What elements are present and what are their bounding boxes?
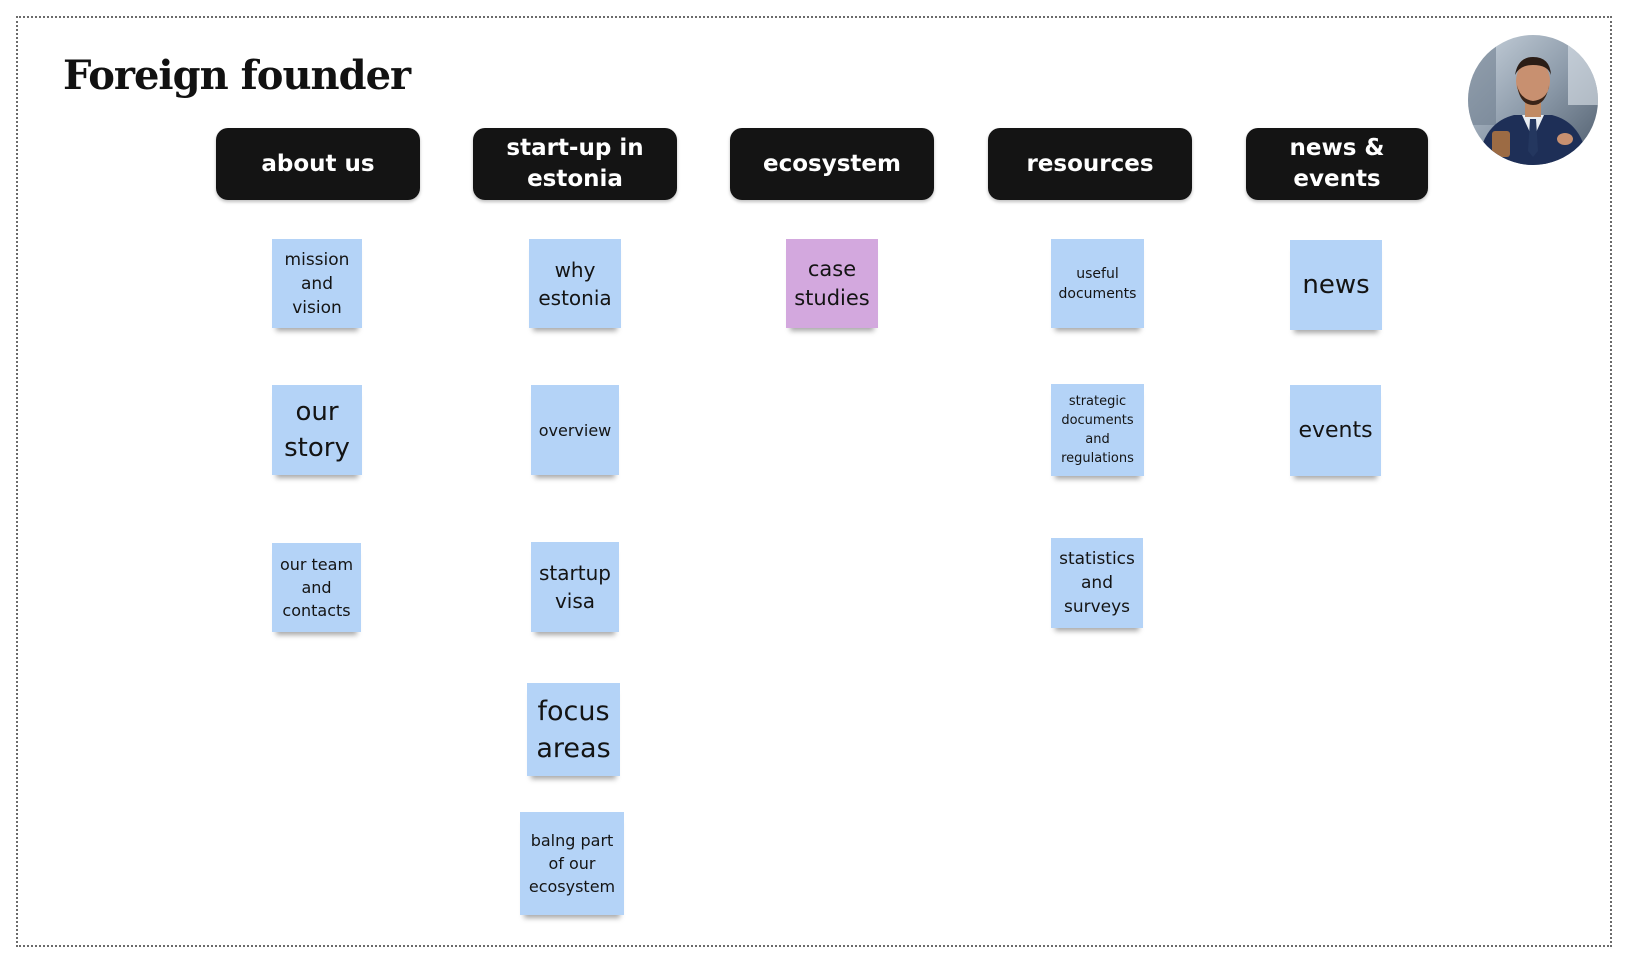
sticky-note-focus-areas[interactable]: focus areas bbox=[527, 683, 620, 776]
sticky-note-statistics-and-surveys[interactable]: statistics and surveys bbox=[1051, 538, 1143, 628]
sticky-note-overview[interactable]: overview bbox=[531, 385, 619, 475]
column-header-start-up-in-estonia: start-up in estonia bbox=[473, 128, 677, 200]
sticky-note-our-story[interactable]: our story bbox=[272, 385, 362, 475]
column-header-resources: resources bbox=[988, 128, 1192, 200]
sticky-note-being-part-of-our-ecosystem[interactable]: balng part of our ecosystem bbox=[520, 812, 624, 915]
sticky-note-mission-and-vision[interactable]: mission and vision bbox=[272, 239, 362, 328]
sticky-note-startup-visa[interactable]: startup visa bbox=[531, 542, 619, 632]
sticky-note-case-studies[interactable]: case studies bbox=[786, 239, 878, 328]
board-frame bbox=[16, 16, 1612, 947]
sticky-note-events[interactable]: events bbox=[1290, 385, 1381, 476]
user-avatar[interactable] bbox=[1468, 35, 1598, 165]
column-header-about-us: about us bbox=[216, 128, 420, 200]
board-title: Foreign founder bbox=[63, 52, 411, 99]
sticky-note-why-estonia[interactable]: why estonia bbox=[529, 239, 621, 328]
sticky-note-useful-documents[interactable]: useful documents bbox=[1051, 239, 1144, 328]
column-header-news-events: news & events bbox=[1246, 128, 1428, 200]
sticky-note-our-team-and-contacts[interactable]: our team and contacts bbox=[272, 543, 361, 632]
avatar-photo bbox=[1468, 35, 1598, 165]
sticky-note-strategic-documents-and-regulations[interactable]: strategic documents and regulations bbox=[1051, 384, 1144, 476]
column-header-ecosystem: ecosystem bbox=[730, 128, 934, 200]
sticky-note-news[interactable]: news bbox=[1290, 240, 1382, 330]
